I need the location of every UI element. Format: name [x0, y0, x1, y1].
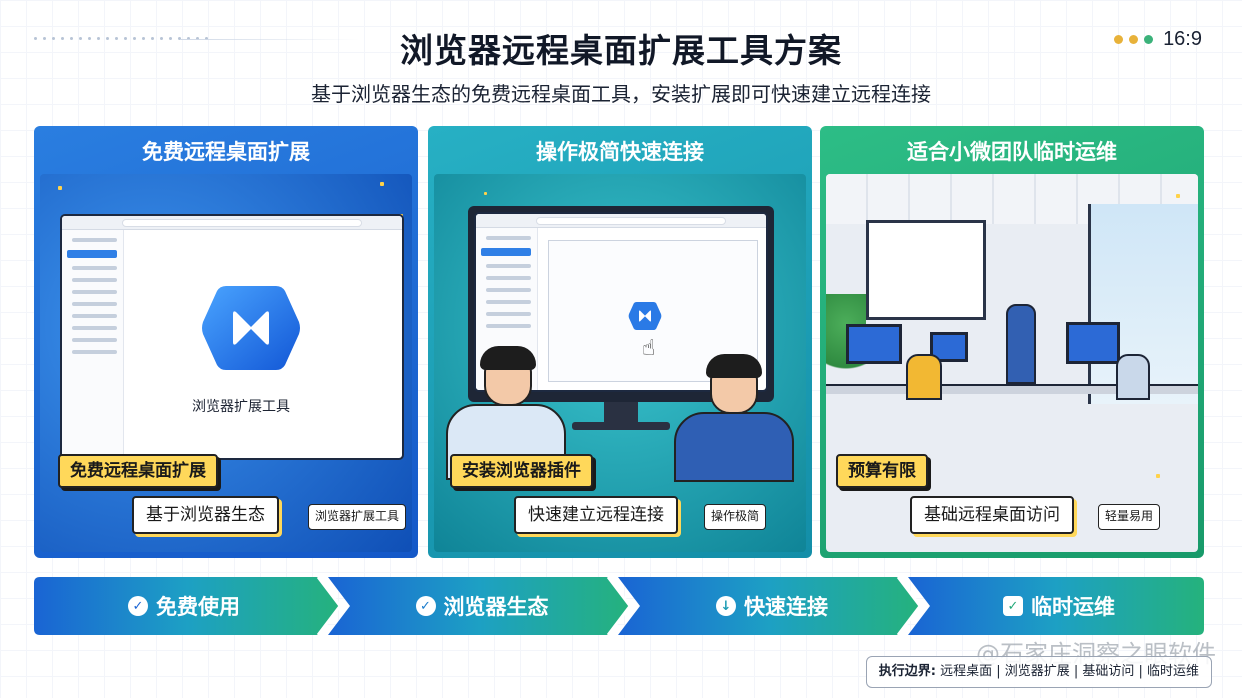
badge-small: 操作极简	[704, 504, 767, 530]
extension-logo-icon	[200, 282, 302, 374]
panel-simple-connection: 操作极简快速连接 ☝	[428, 126, 812, 558]
boundary-label: 执行边界:	[878, 664, 936, 679]
download-circle-icon: ↓	[716, 596, 736, 616]
ribbon-item-label: 免费使用	[156, 595, 240, 619]
desk	[826, 384, 1198, 394]
desk-monitor	[846, 324, 902, 364]
ribbon-item: ✓ 浏览器生态	[334, 577, 630, 635]
monitor-base	[572, 422, 670, 430]
desk-monitor	[1066, 322, 1120, 364]
extension-name: 浏览器扩展工具	[192, 399, 290, 415]
dot-icon	[1114, 35, 1124, 44]
dot-icon	[1144, 35, 1154, 44]
badge-small: 浏览器扩展工具	[308, 504, 407, 530]
check-circle-icon: ✓	[128, 596, 148, 616]
panel-free-extension: 免费远程桌面扩展	[34, 126, 418, 558]
badge-secondary: 基于浏览器生态	[132, 496, 279, 534]
person-right	[674, 354, 794, 482]
badge-primary: 安装浏览器插件	[450, 454, 593, 488]
panel-small-team-ops: 适合小微团队临时运维 预算有限 基础远程桌面访问 轻量易用	[820, 126, 1204, 558]
page-subtitle: 基于浏览器生态的免费远程桌面工具，安装扩展即可快速建立远程连接	[311, 82, 931, 106]
extension-logo-icon	[628, 300, 662, 336]
badge-primary: 预算有限	[836, 454, 928, 488]
person-standing	[1006, 304, 1036, 384]
aspect-ratio-text: 16:9	[1163, 28, 1202, 50]
check-circle-icon: ✓	[415, 596, 436, 616]
ribbon-item-label: 快速连接	[744, 595, 828, 619]
decorative-line	[180, 39, 360, 40]
cursor-hand-icon: ☝	[642, 336, 656, 361]
person-seated	[1116, 354, 1150, 400]
ribbon-item: ✓ 临时运维	[914, 577, 1204, 635]
ribbon-item-label: 浏览器生态	[443, 595, 549, 619]
badge-secondary: 基础远程桌面访问	[910, 496, 1074, 534]
monitor-stand	[604, 402, 638, 424]
panel-illustration	[826, 174, 1198, 552]
badge-small: 轻量易用	[1098, 504, 1161, 530]
ribbon-item: ✓ 免费使用	[34, 577, 334, 635]
browser-window: 浏览器扩展工具	[60, 214, 404, 460]
projector-screen	[866, 220, 986, 320]
feature-ribbon: ✓ 免费使用 ✓ 浏览器生态 ↓ 快速连接 ✓ 临时运维	[34, 577, 1204, 635]
panel-illustration: ☝	[434, 174, 806, 552]
page-title: 浏览器远程桌面扩展工具方案	[400, 31, 842, 70]
panel-illustration: 浏览器扩展工具	[40, 174, 412, 552]
ribbon-item: ↓ 快速连接	[624, 577, 920, 635]
dot-icon	[1129, 35, 1139, 44]
aspect-ratio-indicator: 16:9	[1114, 28, 1202, 51]
checkbox-icon: ✓	[1003, 596, 1023, 616]
badge-primary: 免费远程桌面扩展	[58, 454, 218, 488]
ribbon-item-label: 临时运维	[1031, 595, 1115, 619]
panel-title: 免费远程桌面扩展	[142, 140, 310, 164]
boundary-items: 远程桌面 | 浏览器扩展 | 基础访问 | 临时运维	[940, 664, 1199, 679]
execution-boundary-bar: 执行边界: 远程桌面 | 浏览器扩展 | 基础访问 | 临时运维	[865, 656, 1212, 688]
person-seated	[906, 354, 942, 400]
badge-secondary: 快速建立远程连接	[514, 496, 678, 534]
panel-title: 适合小微团队临时运维	[907, 140, 1117, 164]
decorative-dots	[34, 37, 208, 40]
panel-title: 操作极简快速连接	[536, 140, 704, 164]
